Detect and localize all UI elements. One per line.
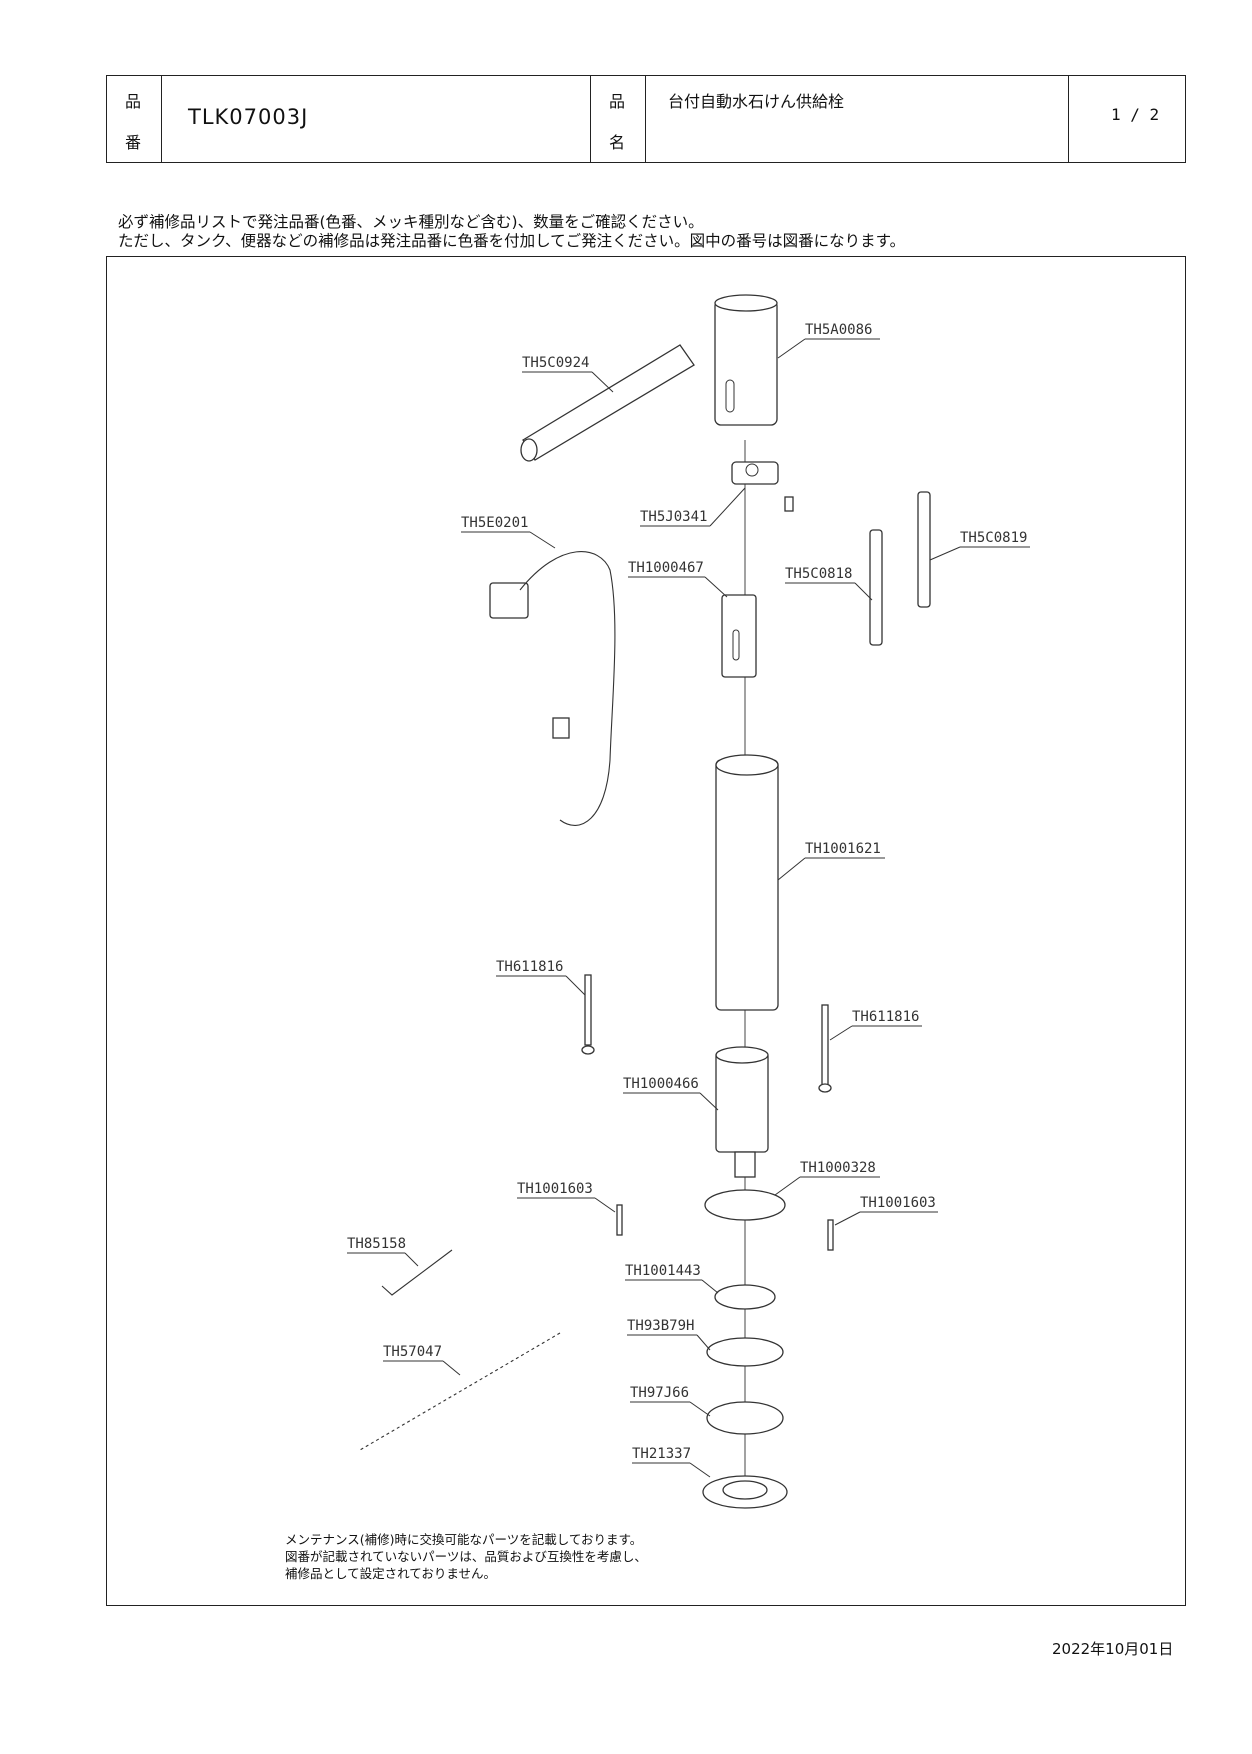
page-number: 1 / 2	[1111, 105, 1160, 124]
nut-th21337	[702, 1475, 788, 1509]
label-group-th5j0341: TH5J0341	[640, 487, 746, 527]
label-group-th1000467: TH1000467	[628, 560, 728, 598]
product-no-label-cell: 品 番	[107, 76, 162, 162]
part-label-th5c0819: TH5C0819	[960, 530, 1027, 546]
label-group-th5c0924: TH5C0924	[522, 355, 614, 393]
label-group-th1000328: TH1000328	[774, 1160, 880, 1196]
label-group-th5c0818: TH5C0818	[785, 566, 873, 601]
part-label-th1001443: TH1001443	[625, 1263, 701, 1279]
part-label-th1000328: TH1000328	[800, 1160, 876, 1176]
notice-line-1: 必ず補修品リストで発注品番(色番、メッキ種別など含む)、数量をご確認ください。	[118, 213, 704, 231]
part-label-th5c0924: TH5C0924	[522, 355, 589, 371]
part-label-th611816-left: TH611816	[496, 959, 563, 975]
chain	[359, 1332, 561, 1451]
part-label-th21337: TH21337	[632, 1446, 691, 1462]
label-group-th611816-left: TH611816	[496, 959, 586, 996]
part-label-th1001603-left: TH1001603	[517, 1181, 593, 1197]
label-group-th5a0086: TH5A0086	[777, 322, 880, 359]
label-group-th611816-right: TH611816	[829, 1009, 922, 1041]
label-group-th1001603-right: TH1001603	[834, 1195, 938, 1226]
product-name: 台付自動水石けん供給栓	[668, 92, 845, 111]
footnote-line-3: 補修品として設定されておりません。	[285, 1566, 497, 1581]
label-group-th5c0819: TH5C0819	[929, 530, 1030, 561]
part-label-th5a0086: TH5A0086	[805, 322, 872, 338]
label-group-th1001443: TH1001443	[625, 1263, 719, 1294]
label-group-th1001621: TH1001621	[777, 841, 885, 881]
spout-body	[714, 294, 778, 426]
label-group-th57047: TH57047	[383, 1344, 461, 1376]
product-number: TLK07003J	[188, 105, 309, 129]
notice-line-2: ただし、タンク、便器などの補修品は発注品番に色番を付加してご発注ください。図中の…	[118, 232, 906, 250]
base-plate	[704, 1189, 786, 1221]
part-label-th5e0201: TH5E0201	[461, 515, 528, 531]
soap-tank	[715, 754, 779, 1011]
filter-right	[917, 491, 931, 608]
part-label-th57047: TH57047	[383, 1344, 442, 1360]
hex-key	[381, 1249, 453, 1296]
washer-th97j66	[706, 1401, 784, 1435]
filter-left	[869, 529, 883, 646]
part-label-th611816-right: TH611816	[852, 1009, 919, 1025]
screw-left	[581, 974, 595, 1055]
label-group-th85158: TH85158	[347, 1236, 419, 1267]
part-label-th1000467: TH1000467	[628, 560, 704, 576]
part-label-th1000466: TH1000466	[623, 1076, 699, 1092]
product-no-label-2: 番	[125, 133, 142, 152]
screw-right	[818, 1004, 832, 1093]
part-label-th85158: TH85158	[347, 1236, 406, 1252]
product-name-label-cell: 品 名	[591, 76, 646, 162]
product-name-label-2: 名	[609, 133, 626, 152]
part-label-th97j66: TH97J66	[630, 1385, 689, 1401]
part-label-th1001621: TH1001621	[805, 841, 881, 857]
part-label-th5c0818: TH5C0818	[785, 566, 852, 582]
nozzle-pipe	[520, 344, 695, 462]
label-group-th1000466: TH1000466	[623, 1076, 719, 1111]
label-group-th21337: TH21337	[632, 1446, 711, 1478]
part-label-th1001603-right: TH1001603	[860, 1195, 936, 1211]
product-name-label-1: 品	[609, 92, 626, 111]
wire-harness	[489, 551, 616, 826]
washer-th93b79h	[706, 1337, 784, 1367]
label-group-th5e0201: TH5E0201	[461, 515, 556, 549]
washer-th1001443	[714, 1284, 776, 1310]
label-group-th97j66: TH97J66	[630, 1385, 711, 1417]
clip-bracket	[731, 461, 794, 512]
diagram-frame	[106, 256, 1186, 1606]
holder-bracket	[721, 594, 757, 678]
issue-date: 2022年10月01日	[1052, 1640, 1174, 1658]
part-label-th93b79h: TH93B79H	[627, 1318, 694, 1334]
footnote-line-2: 図番が記載されていないパーツは、品質および互換性を考慮し、	[285, 1549, 647, 1564]
page-cell: 1 / 2	[1069, 76, 1187, 162]
title-block: 品 番 TLK07003J 品 名 台付自動水石けん供給栓 1 / 2	[106, 75, 1186, 163]
small-screw-right	[827, 1219, 834, 1251]
small-screw-left	[616, 1204, 623, 1236]
product-no-label-1: 品	[125, 92, 142, 111]
valve-unit	[715, 1046, 769, 1178]
product-no-cell: TLK07003J	[162, 76, 591, 162]
part-label-th5j0341: TH5J0341	[640, 509, 707, 525]
label-group-th1001603-left: TH1001603	[517, 1181, 616, 1213]
footnote-line-1: メンテナンス(補修)時に交換可能なパーツを記載しております。	[285, 1532, 643, 1547]
label-group-th93b79h: TH93B79H	[627, 1318, 711, 1351]
product-name-cell: 台付自動水石けん供給栓	[646, 76, 1069, 162]
